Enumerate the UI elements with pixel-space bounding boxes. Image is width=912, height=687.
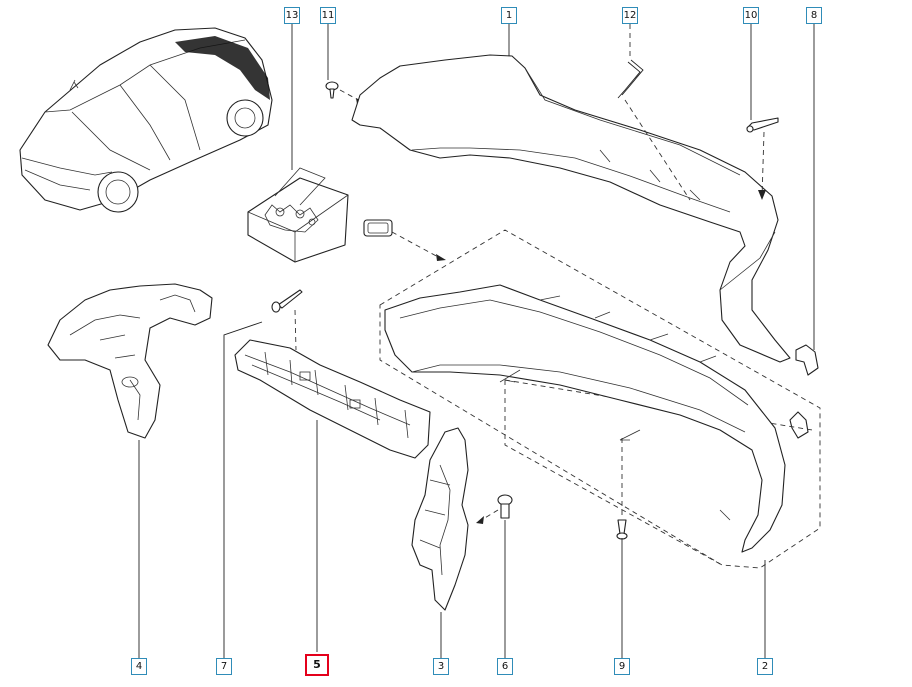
callout-8[interactable]: 8	[806, 7, 822, 24]
callout-2[interactable]: 2	[757, 658, 773, 675]
callout-1[interactable]: 1	[501, 7, 517, 24]
part-seal-symbol	[363, 219, 446, 261]
part-10-push-clip	[746, 117, 779, 133]
callout-3[interactable]: 3	[433, 658, 449, 675]
car-illustration	[19, 27, 273, 213]
part-4-side-bracket	[47, 283, 213, 439]
part-7-pin	[271, 289, 303, 351]
callout-4[interactable]: 4	[131, 658, 147, 675]
part-2-bumper-lower	[379, 229, 821, 569]
part-13-clip-kit	[247, 167, 349, 263]
part-12-wire-clip	[617, 59, 644, 99]
callout-10[interactable]: 10	[743, 7, 759, 24]
callout-11[interactable]: 11	[320, 7, 336, 24]
part-8-bracket	[789, 344, 819, 439]
callout-13[interactable]: 13	[284, 7, 300, 24]
callout-5-highlighted[interactable]: 5	[305, 654, 329, 676]
callout-12[interactable]: 12	[622, 7, 638, 24]
leader-lines	[138, 24, 815, 658]
callout-7[interactable]: 7	[216, 658, 232, 675]
part-1-bumper-cover-upper	[351, 54, 791, 363]
part-3-side-bracket	[411, 427, 469, 611]
part-6-bolt	[476, 494, 513, 524]
part-5-reinforcement	[234, 339, 431, 459]
callout-9[interactable]: 9	[614, 658, 630, 675]
callout-6[interactable]: 6	[497, 658, 513, 675]
part-9-screw	[616, 519, 628, 540]
